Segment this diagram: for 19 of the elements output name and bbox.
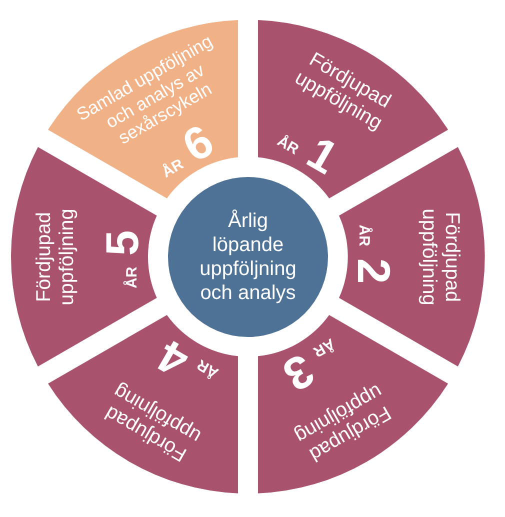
year-number: 4 [150,332,196,386]
wheel-segment [339,147,485,367]
year-label: ÅR [311,335,338,360]
wheel-segment [11,147,157,367]
year-label: ÅR [194,356,221,380]
segment-label: Fördjupad uppföljning [33,208,79,308]
year-number: 5 [98,230,145,256]
year-number: 1 [300,128,346,182]
segment-label: Fördjupad uppföljning [416,208,463,308]
year-label: ÅR [159,156,186,180]
year-label: ÅR [356,225,372,247]
center-label: Årlig löpande uppföljning och analys [198,209,298,305]
year-label: ÅR [124,267,139,289]
wheel-segment [258,315,448,494]
wheel-segment [48,20,238,199]
wheel-segment [258,20,448,199]
wheel-segment [48,315,238,494]
year-number: 2 [350,258,397,284]
year-label: ÅR [274,134,302,158]
